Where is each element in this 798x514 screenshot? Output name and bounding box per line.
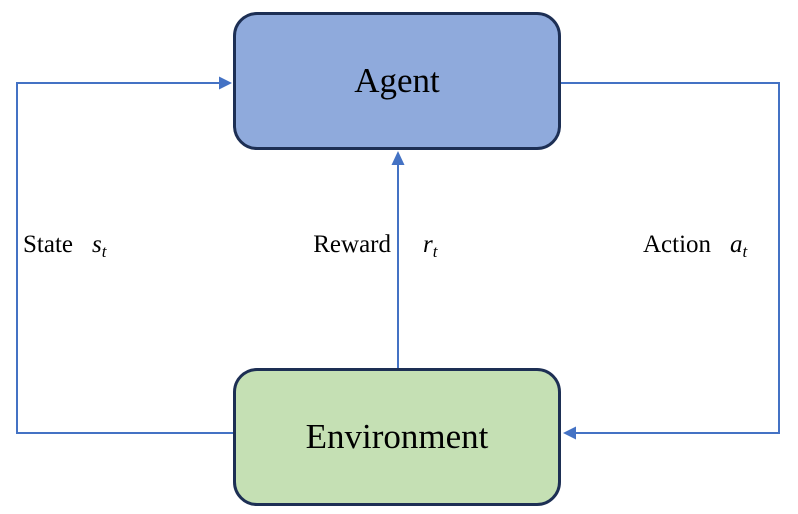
action-label-word: Action <box>643 231 712 258</box>
agent-node: Agent <box>233 12 561 150</box>
reward-arrowhead-icon <box>391 151 405 165</box>
action-arrowhead-icon <box>563 426 576 440</box>
action-connector-line <box>561 82 780 434</box>
state-label-symbol: st <box>92 231 107 261</box>
state-label-word: State <box>23 231 73 258</box>
reward-label-word: Reward <box>313 231 391 258</box>
reward-label-symbol: rt <box>423 231 438 261</box>
state-edge-label: State st <box>23 228 106 262</box>
reward-edge-symbol: rt <box>423 228 437 262</box>
state-arrowhead-icon <box>219 76 232 90</box>
action-label-symbol: at <box>730 231 748 261</box>
action-edge-label: Action at <box>643 228 747 262</box>
environment-node: Environment <box>233 368 561 506</box>
environment-node-label: Environment <box>305 417 489 456</box>
state-connector-line <box>16 82 233 434</box>
reward-edge-label: Reward <box>313 228 391 262</box>
agent-node-label: Agent <box>354 61 440 100</box>
